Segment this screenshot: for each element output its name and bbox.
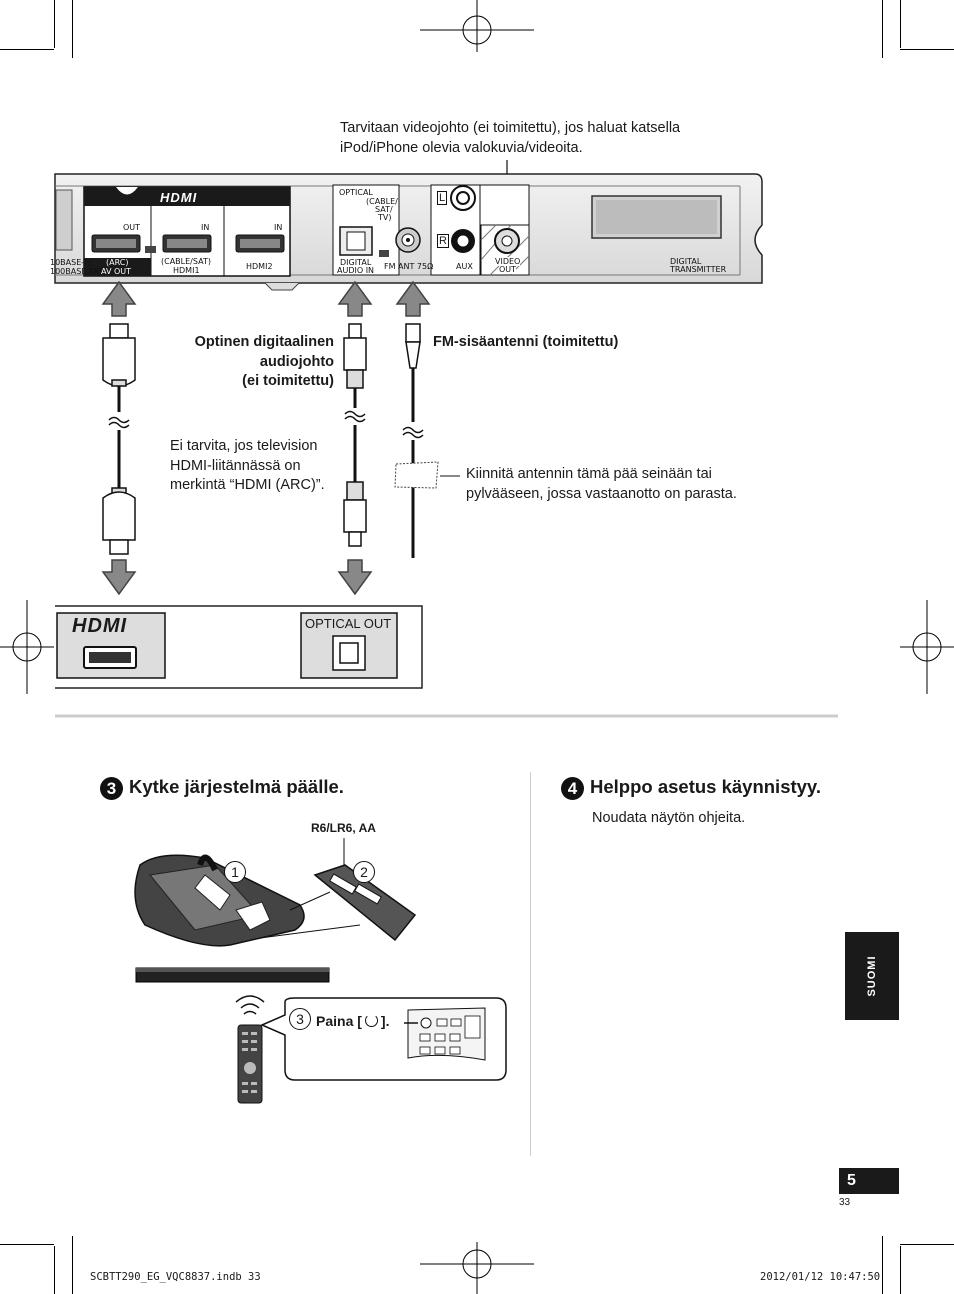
press-power-instruction: Paina []. — [316, 1013, 390, 1029]
antenna-tip-note: Kiinnitä antennin tämä pää seinään tai p… — [466, 466, 737, 502]
hdmi-in2-label: IN — [274, 223, 283, 232]
power-on-illustration — [134, 838, 507, 1104]
battery-type: R6/LR6, AA — [311, 821, 376, 835]
cable-sat-tv-3: TV) — [378, 213, 392, 222]
digital-audio-in-1: DIGITAL — [340, 258, 372, 267]
hdmi1-label: HDMI1 — [173, 266, 200, 275]
fm-ant-label: FM ANT 75Ω — [384, 262, 434, 271]
power-icon — [364, 1014, 378, 1027]
r-label: R — [437, 234, 449, 248]
l-label: L — [437, 191, 448, 205]
footer-file: SCBTT290_EG_VQC8837.indb 33 — [90, 1271, 261, 1283]
digital-audio-in-2: AUDIO IN — [337, 266, 375, 275]
arc-label: (ARC) — [106, 258, 129, 267]
column-divider — [530, 772, 531, 1156]
fm-antenna-note: FM-sisäantenni (toimitettu) — [433, 334, 619, 350]
step4-number: 4 — [561, 776, 584, 800]
cable-sat-label: (CABLE/SAT) — [161, 257, 211, 266]
optical-label: OPTICAL — [339, 188, 373, 197]
substep-1-marker: 1 — [224, 861, 246, 883]
tv-optical-out-label: OPTICAL OUT — [305, 616, 392, 631]
language-tab: SUOMI — [845, 932, 899, 1020]
video-out-2: OUT — [499, 265, 517, 274]
tv-hdmi-logo: HDMI — [72, 615, 128, 637]
digital-transmitter-1: DIGITAL — [670, 257, 702, 266]
lan-label-bottom: 100BASE-TX) — [50, 267, 103, 276]
av-out-label: AV OUT — [101, 267, 132, 276]
step4-body: Noudata näytön ohjeita. — [592, 810, 746, 826]
lan-label-top: 10BASE-T/ — [50, 258, 92, 267]
page-number: 5 — [839, 1168, 899, 1194]
video-cable-note: Tarvitaan videojohto (ei toimitettu), jo… — [340, 120, 681, 156]
cable-sat-tv-2: SAT/ — [375, 205, 393, 214]
substep-2-marker: 2 — [353, 861, 375, 883]
hdmi2-label: HDMI2 — [246, 262, 273, 271]
substep-3-marker: 3 — [289, 1008, 311, 1030]
cable-sat-tv-1: (CABLE/ — [366, 197, 398, 206]
connection-diagram — [54, 160, 838, 718]
hdmi-logo: HDMI — [160, 190, 198, 205]
step3-number: 3 — [100, 776, 123, 800]
video-out-1: VIDEO — [495, 257, 521, 266]
optical-cable-note: Optinen digitaalinen audiojohto (ei toim… — [194, 334, 334, 389]
hdmi-arc-note: Ei tarvita, jos television HDMI-liitännä… — [170, 438, 325, 493]
hdmi-in1-label: IN — [201, 223, 210, 232]
footer-date: 2012/01/12 10:47:50 — [760, 1271, 881, 1283]
digital-transmitter-2: TRANSMITTER — [670, 265, 727, 274]
page-sub-number: 33 — [839, 1197, 851, 1208]
hdmi-out-label: OUT — [123, 223, 141, 232]
aux-label: AUX — [456, 262, 473, 271]
